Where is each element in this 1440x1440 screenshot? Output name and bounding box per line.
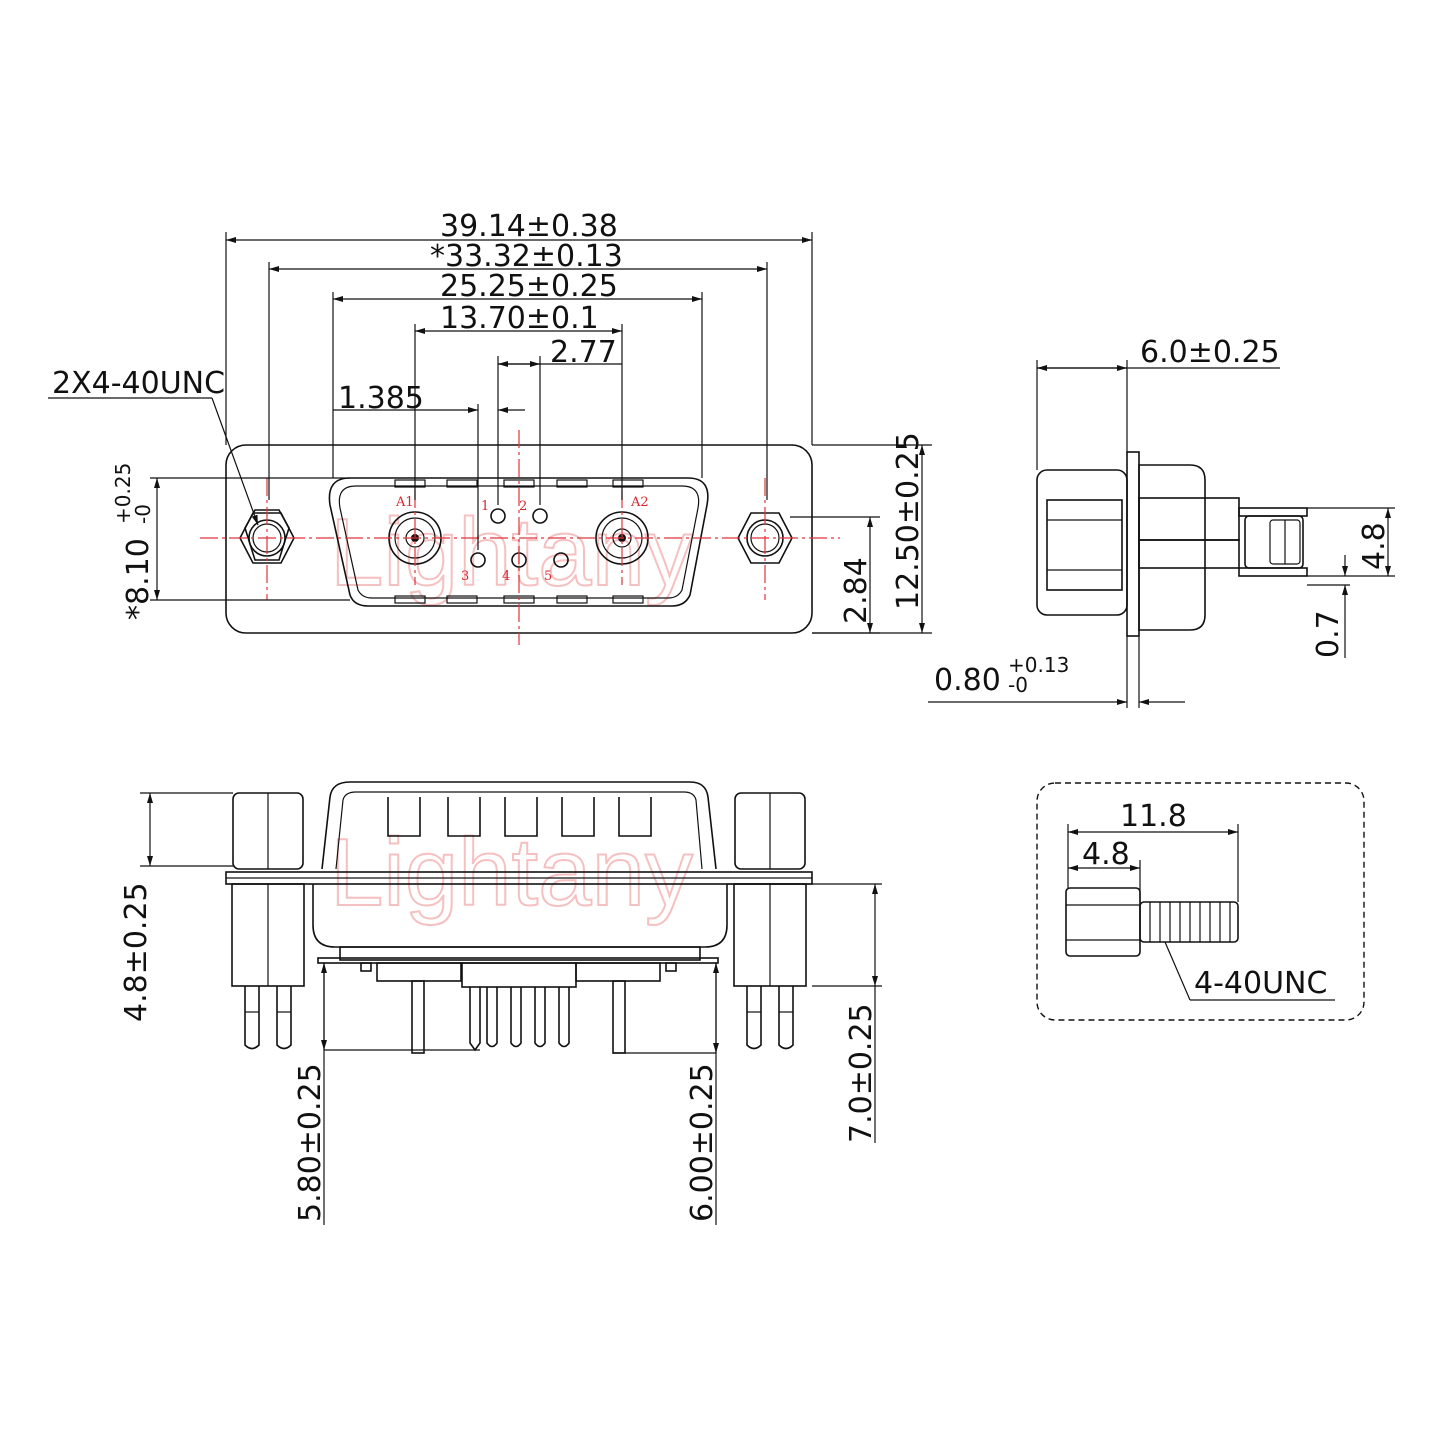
label-pin-1: 1 bbox=[481, 499, 489, 514]
detail-view: 11.8 4.8 4-40UNC bbox=[1036, 782, 1365, 1021]
side-view: 6.0±0.25 4.8 0.7 0.80 +0.13 -0 bbox=[928, 335, 1395, 708]
detail-thread bbox=[1139, 901, 1239, 943]
side-power-tail bbox=[1244, 515, 1304, 569]
dim-tail-right: 6.00±0.25 bbox=[685, 1063, 720, 1222]
detail-thread-label: 4-40UNC bbox=[1194, 966, 1327, 1001]
dim-center-offset: 2.84 bbox=[839, 557, 874, 624]
extension-lines bbox=[225, 232, 813, 550]
dim-shell-height: *8.10 bbox=[121, 538, 156, 620]
dim-shell-width: 25.25±0.25 bbox=[440, 269, 618, 304]
bottom-d-shell bbox=[321, 781, 717, 870]
side-body-upper bbox=[1138, 497, 1240, 541]
d-shell-outer bbox=[328, 477, 709, 607]
shell-dimples bbox=[394, 479, 644, 604]
side-insulator bbox=[1138, 464, 1206, 631]
side-body-lower bbox=[1138, 539, 1240, 569]
d-shell-inner bbox=[338, 485, 700, 599]
dim-shell-tol-upper: +0.25 bbox=[111, 463, 135, 524]
callout-thread: 2X4-40UNC bbox=[52, 366, 225, 401]
dim-shell-tol-lower: -0 bbox=[131, 504, 155, 524]
label-pin-3: 3 bbox=[461, 569, 469, 584]
bottom-standoff-base bbox=[339, 946, 701, 961]
detail-hex bbox=[1065, 887, 1141, 957]
dim-standoff-height: 4.8±0.25 bbox=[119, 882, 154, 1022]
dim-flange-thickness: 0.80 bbox=[934, 663, 1001, 698]
dim-pin-thickness: 0.7 bbox=[1311, 610, 1346, 658]
dim-tail-left: 5.80±0.25 bbox=[293, 1063, 328, 1222]
callout-leader bbox=[211, 397, 259, 526]
dim-flange-tol-lower: -0 bbox=[1008, 673, 1028, 697]
label-pin-5: 5 bbox=[544, 569, 552, 584]
dim-half-pitch: 1.385 bbox=[338, 381, 424, 416]
shell-slots bbox=[387, 797, 652, 837]
dim-side-depth: 6.0±0.25 bbox=[1140, 335, 1280, 370]
signal-tails bbox=[461, 962, 577, 1052]
dim-flange-height: 12.50±0.25 bbox=[891, 432, 926, 610]
front-view: A1 A2 1 2 3 4 5 39.14±0.38 *3 bbox=[48, 209, 932, 645]
rear-block-right bbox=[575, 962, 661, 982]
detail-leader bbox=[1164, 941, 1191, 1001]
dim-shell-height-group: *8.10 +0.25 -0 bbox=[111, 463, 156, 620]
label-a2: A2 bbox=[630, 495, 649, 510]
dim-overall-width: 39.14±0.38 bbox=[440, 209, 618, 244]
label-a1: A1 bbox=[395, 495, 414, 510]
dim-signal-pitch: 2.77 bbox=[550, 335, 617, 370]
side-pin-top bbox=[1238, 507, 1308, 517]
watermark-top: Lightany bbox=[330, 499, 693, 606]
side-pin-bottom bbox=[1238, 567, 1308, 577]
side-shell bbox=[1036, 469, 1128, 616]
dim-detail-hex: 4.8 bbox=[1082, 837, 1130, 872]
dim-flange-tol-upper: +0.13 bbox=[1008, 653, 1069, 677]
rear-block-left bbox=[376, 962, 462, 982]
side-flange bbox=[1126, 451, 1140, 637]
thread-lines bbox=[1149, 902, 1231, 942]
power-tail-left bbox=[411, 980, 425, 1054]
dim-pin-height: 4.8 bbox=[1357, 522, 1392, 570]
signal-pins bbox=[470, 508, 569, 568]
detail-border bbox=[1036, 782, 1365, 1021]
dim-detail-length: 11.8 bbox=[1120, 799, 1187, 834]
label-pin-2: 2 bbox=[519, 499, 527, 514]
dim-mount-spacing: *33.32±0.13 bbox=[430, 239, 623, 274]
side-hex-standoff bbox=[1046, 499, 1123, 591]
center-lines bbox=[200, 430, 840, 645]
bottom-view: 4.8±0.25 5.80±0.25 6.00±0.25 7.0±0.25 bbox=[119, 781, 882, 1225]
power-tail-right bbox=[612, 980, 626, 1054]
dim-power-spacing: 13.70±0.1 bbox=[440, 301, 599, 336]
label-pin-4: 4 bbox=[502, 569, 510, 584]
dim-body-depth: 7.0±0.25 bbox=[844, 1003, 879, 1143]
